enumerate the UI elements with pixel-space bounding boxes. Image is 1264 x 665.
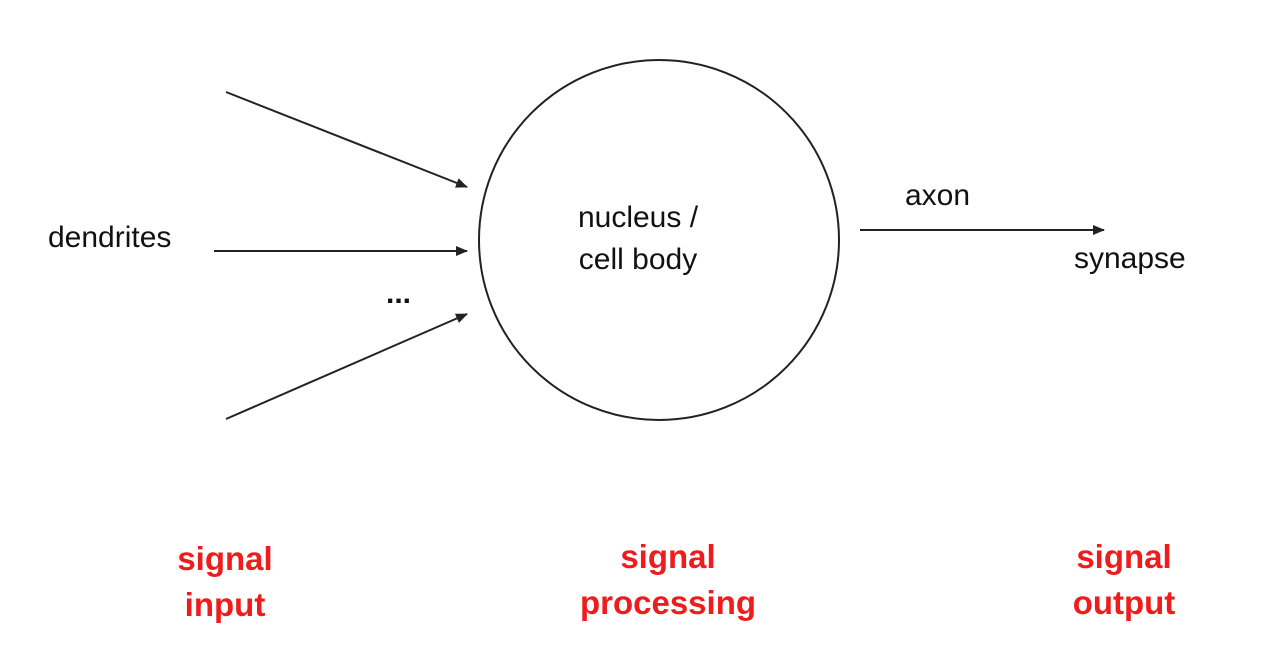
cell-body-circle: [478, 59, 840, 421]
ellipsis-label: ...: [386, 277, 412, 310]
dendrites-label: dendrites: [48, 221, 172, 254]
signal-output-line1: signal: [1076, 538, 1172, 575]
cell-body-label-line1: nucleus /: [577, 201, 699, 234]
dendrite-arrow-top: [225, 91, 468, 188]
dendrite-arrow-bottom: [225, 313, 468, 420]
synapse-label: synapse: [1074, 242, 1186, 275]
cell-body-label: nucleus / cell body: [538, 197, 738, 281]
signal-input-line1: signal: [177, 540, 273, 577]
signal-output-line2: output: [1072, 584, 1176, 621]
signal-input-label: signal input: [125, 536, 325, 628]
signal-input-line2: input: [184, 586, 266, 623]
signal-processing-label: signal processing: [538, 534, 798, 626]
cell-body-label-line2: cell body: [578, 243, 698, 276]
signal-output-label: signal output: [1024, 534, 1224, 626]
signal-processing-line1: signal: [620, 538, 716, 575]
signal-processing-line2: processing: [579, 584, 757, 621]
axon-label: axon: [905, 179, 971, 212]
